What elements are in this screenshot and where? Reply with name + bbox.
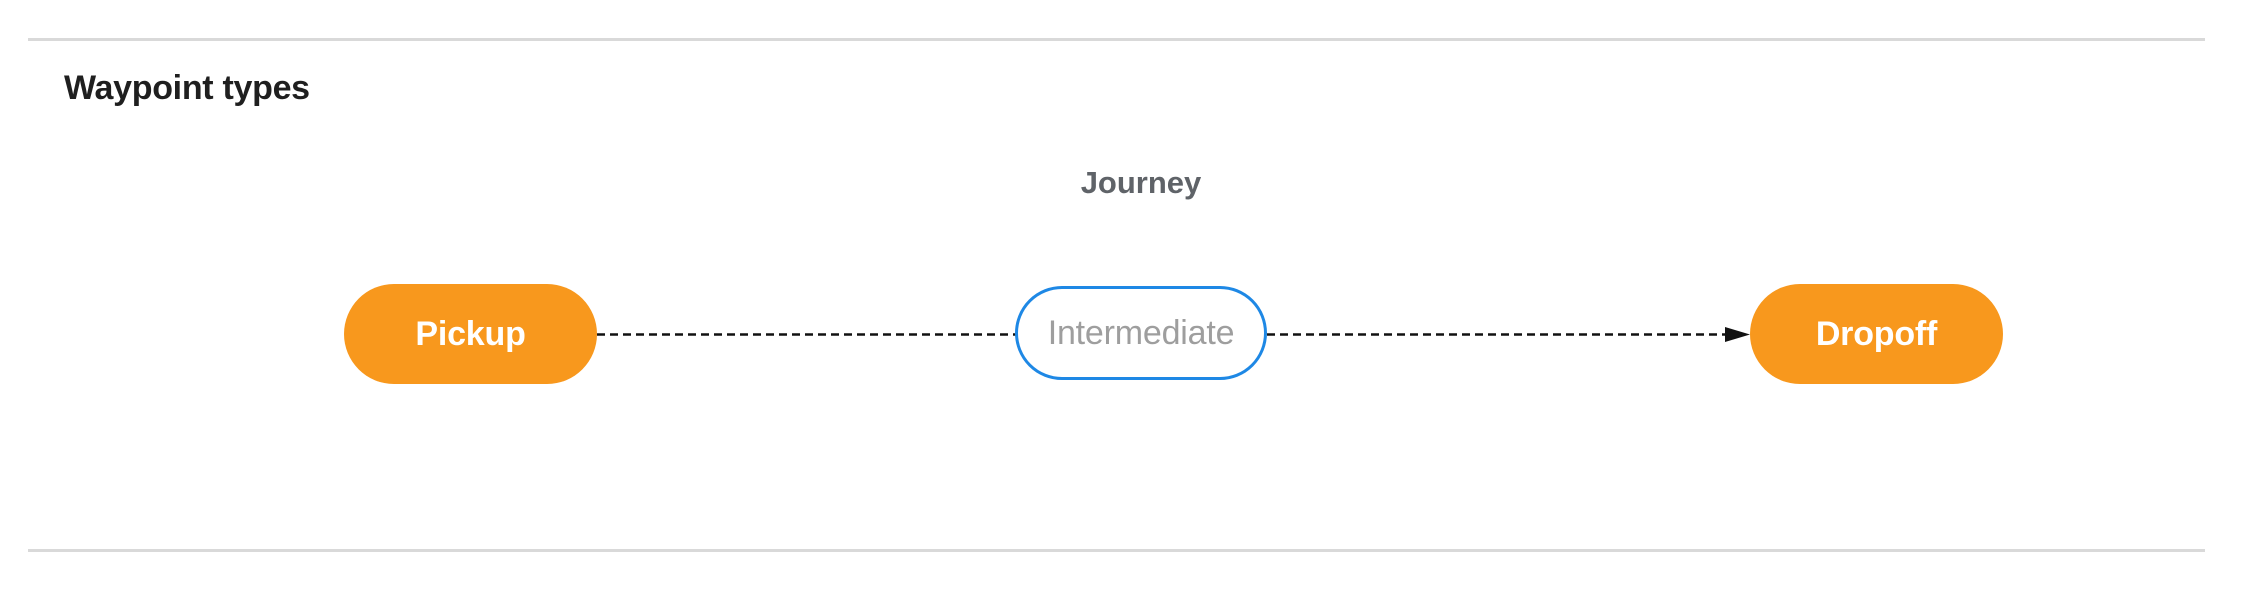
node-dropoff-label: Dropoff (1815, 314, 1938, 353)
node-pickup-label: Pickup (415, 314, 526, 353)
page-title: Waypoint types (64, 69, 310, 107)
journey-caption: Journey (1080, 165, 1202, 200)
top-divider (28, 38, 2205, 41)
arrowhead-icon (1725, 327, 1750, 342)
node-intermediate: Intermediate (1015, 286, 1267, 380)
node-dropoff: Dropoff (1750, 284, 2003, 384)
node-intermediate-label: Intermediate (1047, 313, 1235, 352)
node-pickup: Pickup (344, 284, 597, 384)
bottom-divider (28, 549, 2205, 552)
